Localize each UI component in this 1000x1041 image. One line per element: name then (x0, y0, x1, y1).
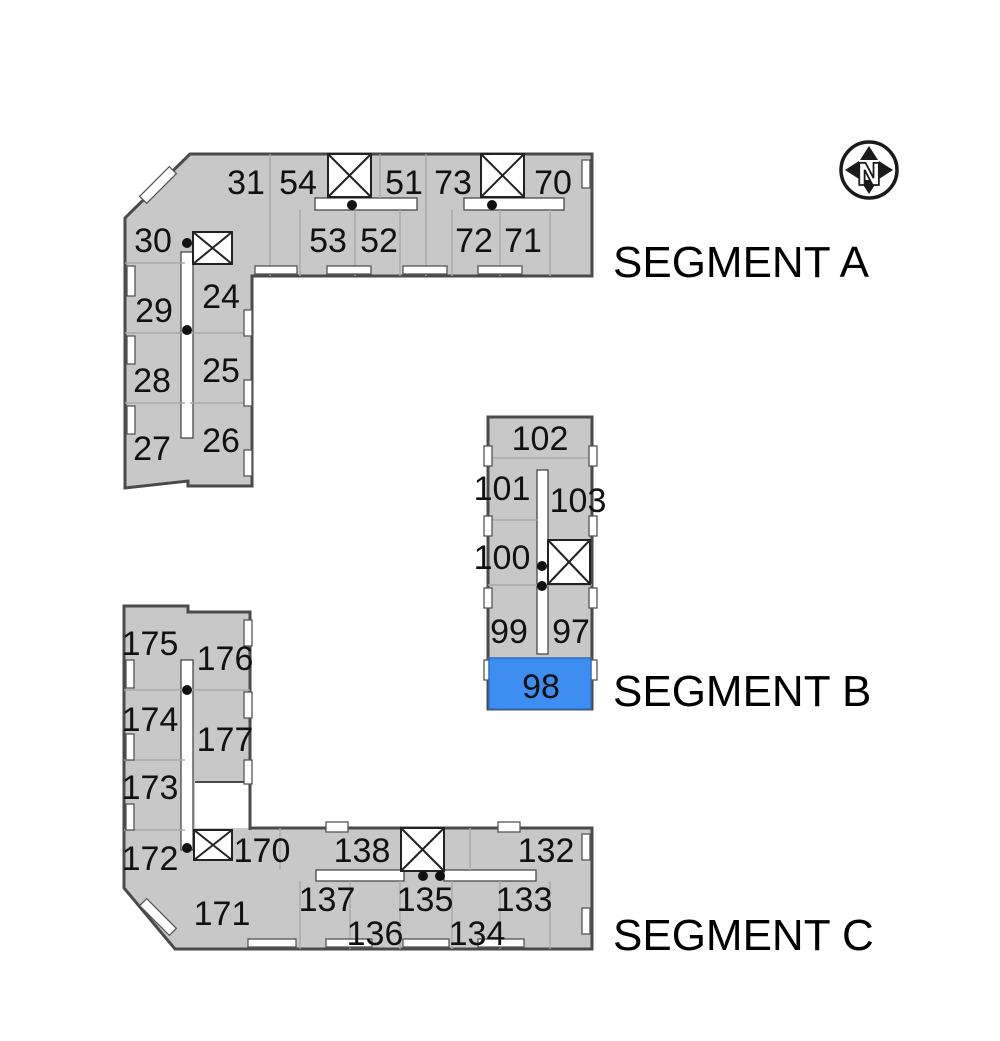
unit-51[interactable]: 51 (385, 164, 423, 202)
north-arrow-icon: N (839, 140, 899, 200)
unit-97[interactable]: 97 (552, 613, 590, 651)
segment-a-label: SEGMENT A (613, 238, 870, 287)
door-icon (347, 200, 357, 210)
window-icon (126, 159, 591, 477)
unit-133[interactable]: 133 (496, 881, 553, 919)
unit-71[interactable]: 71 (504, 222, 542, 260)
unit-138[interactable]: 138 (334, 832, 391, 870)
unit-176[interactable]: 176 (197, 640, 254, 678)
elevator-icon (193, 829, 233, 861)
corridor (443, 869, 537, 882)
unit-132[interactable]: 132 (518, 832, 575, 870)
unit-53[interactable]: 53 (309, 222, 347, 260)
segment-a-footprint (123, 152, 594, 490)
unit-73[interactable]: 73 (434, 164, 472, 202)
unit-170[interactable]: 170 (234, 832, 291, 870)
segment-c-units: 175 176 174 177 173 172 170 138 132 171 … (122, 625, 575, 953)
unit-173[interactable]: 173 (122, 769, 179, 807)
unit-26[interactable]: 26 (202, 422, 240, 460)
door-icon (537, 561, 547, 571)
unit-102[interactable]: 102 (512, 420, 569, 458)
unit-137[interactable]: 137 (299, 881, 356, 919)
unit-29[interactable]: 29 (135, 292, 173, 330)
unit-24[interactable]: 24 (202, 278, 240, 316)
unit-54[interactable]: 54 (279, 164, 317, 202)
door-icon (182, 685, 192, 695)
segment-c-building (122, 604, 594, 951)
door-icon (487, 200, 497, 210)
unit-98[interactable]: 98 (522, 668, 560, 706)
unit-172[interactable]: 172 (122, 840, 179, 878)
unit-177[interactable]: 177 (197, 721, 254, 759)
door-icon (418, 871, 428, 881)
door-icon (182, 325, 192, 335)
elevator-icon (327, 153, 372, 198)
window-icon (483, 445, 598, 681)
segment-b-building (483, 415, 598, 711)
door-icon (537, 581, 547, 591)
segment-a-units: 31 54 51 73 70 30 53 52 72 71 29 24 28 2… (133, 164, 572, 468)
door-icon (182, 238, 192, 248)
unit-25[interactable]: 25 (202, 352, 240, 390)
compass-letter: N (856, 158, 881, 193)
unit-135[interactable]: 135 (397, 881, 454, 919)
corridor (180, 251, 194, 439)
elevator-icon (192, 231, 233, 265)
unit-175[interactable]: 175 (122, 625, 179, 663)
door-icon (182, 843, 192, 853)
unit-99[interactable]: 99 (490, 613, 528, 651)
unit-72[interactable]: 72 (455, 222, 493, 260)
unit-174[interactable]: 174 (122, 701, 179, 739)
door-icon (435, 871, 445, 881)
unit-70[interactable]: 70 (534, 164, 572, 202)
elevator-icon (480, 153, 525, 198)
elevator-icon (547, 539, 591, 585)
unit-103[interactable]: 103 (550, 482, 607, 520)
unit-28[interactable]: 28 (133, 362, 171, 400)
unit-134[interactable]: 134 (449, 915, 506, 953)
unit-30[interactable]: 30 (134, 222, 172, 260)
unit-31[interactable]: 31 (227, 164, 265, 202)
unit-101[interactable]: 101 (474, 470, 531, 508)
unit-136[interactable]: 136 (347, 915, 404, 953)
unit-100[interactable]: 100 (474, 539, 531, 577)
segment-c-label: SEGMENT C (613, 911, 874, 960)
corridor (315, 869, 405, 882)
elevator-icon (400, 827, 445, 872)
unit-27[interactable]: 27 (133, 430, 171, 468)
window-icon (125, 619, 591, 948)
segment-b-label: SEGMENT B (613, 667, 871, 716)
unit-171[interactable]: 171 (194, 895, 251, 933)
segment-b-units: 102 101 103 100 99 97 98 (474, 420, 607, 706)
unit-98-highlight[interactable] (488, 657, 592, 710)
unit-52[interactable]: 52 (360, 222, 398, 260)
segment-a-building (123, 152, 594, 490)
